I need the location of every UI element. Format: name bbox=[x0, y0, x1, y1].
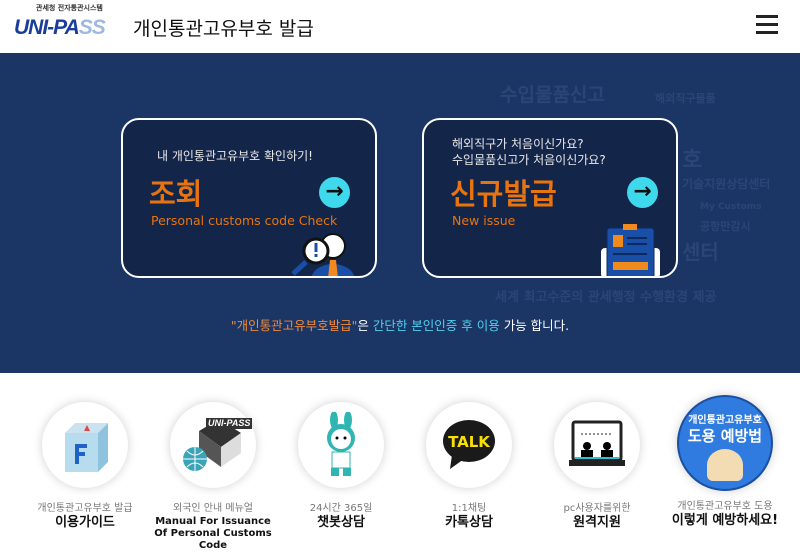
magnifier-person-icon bbox=[291, 233, 355, 276]
service-remote-support[interactable]: pc사용자를위한 원격지원 bbox=[533, 400, 661, 530]
header: 관세청 전자통관시스템 UNI-PASS 개인통관고유부호 발급 bbox=[0, 0, 800, 53]
hamburger-menu-icon[interactable] bbox=[756, 15, 778, 35]
service-chatbot[interactable]: 24시간 365일 챗봇상담 bbox=[277, 400, 405, 530]
badge-line-1: 개인통관고유부호 bbox=[688, 415, 762, 426]
book-badge: UNI-PASS bbox=[206, 418, 253, 429]
watermark: 해외직구물품 bbox=[655, 92, 716, 105]
remote-support-icon bbox=[569, 420, 625, 466]
watermark: 세계 최고수준의 관세행정 수행환경 제공 bbox=[495, 290, 717, 305]
arrow-right-icon[interactable]: → bbox=[627, 177, 658, 208]
service-title: 이렇게 예방하세요! bbox=[671, 513, 779, 528]
watermark: 공항만감시 bbox=[700, 220, 751, 233]
talk-text: TALK bbox=[448, 433, 491, 451]
logo-text-tail: SS bbox=[78, 16, 106, 39]
service-subtitle: 외국인 안내 메뉴얼 bbox=[173, 503, 253, 514]
notice-cyan: 간단한 본인인증 후 이용 bbox=[372, 318, 500, 333]
arrow-right-icon[interactable]: → bbox=[319, 177, 350, 208]
page-title: 개인통관고유부호 발급 bbox=[133, 18, 314, 40]
service-subtitle: pc사용자를위한 bbox=[563, 503, 631, 514]
service-title: 원격지원 bbox=[573, 515, 621, 530]
logo-subtitle: 관세청 전자통관시스템 bbox=[36, 4, 103, 12]
service-subtitle: 24시간 365일 bbox=[309, 503, 373, 514]
service-usage-guide[interactable]: 개인통관고유부호 발급 이용가이드 bbox=[21, 400, 149, 530]
card-question: 해외직구가 처음이신가요? bbox=[452, 137, 584, 151]
service-kakaotalk[interactable]: TALK 1:1채팅 카톡상담 bbox=[405, 400, 533, 530]
logo-text: UNI-PA bbox=[14, 16, 80, 39]
clipboard-icon bbox=[601, 224, 660, 276]
card-question-2: 수입물품신고가 처음이신가요? bbox=[452, 153, 606, 167]
service-subtitle: 개인통관고유부호 발급 bbox=[37, 503, 133, 514]
service-title: 이용가이드 bbox=[55, 515, 115, 530]
service-title: Manual For Issuance Of Personal Customs … bbox=[154, 516, 272, 551]
notice-part: 가능 합니다. bbox=[499, 318, 570, 333]
watermark: 기술지원상담센터 bbox=[682, 177, 771, 191]
card-subtitle: Personal customs code Check bbox=[151, 213, 338, 228]
service-title: 카톡상담 bbox=[445, 515, 493, 530]
notice-text: "개인통관고유부호발급"은 간단한 본인인증 후 이용 가능 합니다. bbox=[0, 315, 800, 334]
card-title: 조회 bbox=[149, 177, 203, 211]
card-subtitle: New issue bbox=[452, 213, 516, 228]
watermark: 호 bbox=[682, 148, 703, 173]
lookup-card[interactable]: 내 개인통관고유부호 확인하기! 조회 Personal customs cod… bbox=[121, 118, 377, 278]
badge-line-2: 도용 예방법 bbox=[687, 427, 763, 445]
service-subtitle: 개인통관고유부호 도용 bbox=[677, 501, 773, 512]
notice-highlight: "개인통관고유부호발급" bbox=[230, 318, 358, 333]
service-theft-prevention[interactable]: 개인통관고유부호 도용 예방법 개인통관고유부호 도용 이렇게 예방하세요! bbox=[661, 393, 789, 528]
chatbot-rabbit-icon bbox=[327, 412, 355, 476]
notice-part: 은 bbox=[357, 318, 373, 333]
watermark: My Customs bbox=[700, 202, 762, 212]
hero-banner: 수입물품신고 해외직구물품 호 기술지원상담센터 My Customs 공항만감… bbox=[0, 53, 800, 373]
watermark: 수입물품신고 bbox=[500, 84, 605, 106]
card-title: 신규발급 bbox=[450, 177, 557, 211]
card-question: 내 개인통관고유부호 확인하기! bbox=[157, 149, 313, 163]
new-issue-card[interactable]: 해외직구가 처음이신가요? 수입물품신고가 처음이신가요? 신규발급 New i… bbox=[422, 118, 678, 278]
faq-cube-icon bbox=[65, 423, 108, 472]
watermark: 센터 bbox=[682, 240, 719, 264]
kakaotalk-icon: TALK bbox=[443, 420, 495, 469]
service-subtitle: 1:1채팅 bbox=[451, 503, 487, 514]
unipass-logo[interactable]: UNI-PASS bbox=[14, 16, 106, 40]
service-title: 챗봇상담 bbox=[317, 515, 365, 530]
service-foreigner-manual[interactable]: UNI-PASS 외국인 안내 메뉴얼 Manual For Issuance … bbox=[149, 400, 277, 552]
theft-prevention-icon: 개인통관고유부호 도용 예방법 bbox=[677, 395, 773, 491]
